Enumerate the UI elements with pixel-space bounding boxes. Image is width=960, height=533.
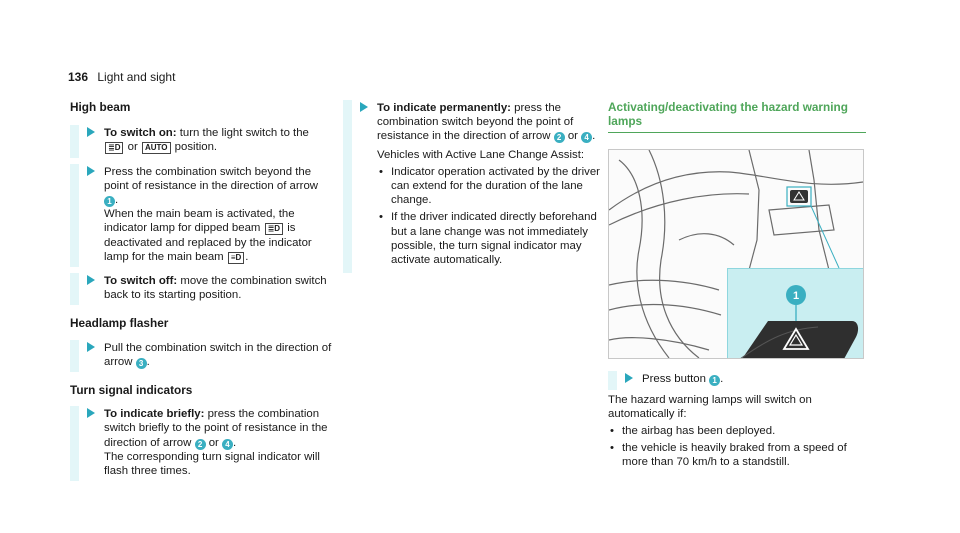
callout-4: 4 xyxy=(222,438,234,450)
callout-2: 2 xyxy=(194,438,206,450)
step-press-switch: Press the combination switch beyond the … xyxy=(70,163,332,268)
indicate-briefly-text: press the combination switch briefly to … xyxy=(104,408,328,449)
press-button-text: Press button xyxy=(642,373,706,386)
indicate-permanently-text: press the combination switch beyond the … xyxy=(377,102,574,143)
column-left: High beam To switch on: turn the light s… xyxy=(70,100,332,487)
callout-1: 1 xyxy=(104,196,115,208)
step-press-button: Press button 1. xyxy=(608,371,866,390)
dipped-beam-icon: ≣D xyxy=(264,223,284,236)
or-text: or xyxy=(127,141,138,154)
list-item: Indicator operation activated by the dri… xyxy=(377,165,605,208)
step-arrow-icon xyxy=(360,102,368,112)
assist-intro: Vehicles with Active Lane Change Assist: xyxy=(377,148,585,161)
dashboard-illustration xyxy=(609,150,863,359)
heading-high-beam: High beam xyxy=(70,100,131,114)
or-text: or xyxy=(567,130,578,143)
callout-1: 1 xyxy=(709,375,721,387)
step-arrow-icon xyxy=(87,165,95,176)
step-arrow-icon xyxy=(87,341,95,352)
heading-turn-signal: Turn signal indicators xyxy=(70,383,193,398)
indicate-briefly-label: To indicate briefly: xyxy=(104,408,205,421)
list-item: If the driver indicated directly beforeh… xyxy=(377,210,605,267)
hazard-inset: 1 xyxy=(727,268,863,359)
main-beam-icon: ≡D xyxy=(227,251,245,264)
auto-icon: AUTO xyxy=(141,142,171,155)
when-text: When the main beam is activated, the ind… xyxy=(104,208,295,235)
figure-callout-1: 1 xyxy=(793,290,799,302)
dipped-beam-icon: ≣D xyxy=(105,142,124,155)
switch-on-label: To switch on: xyxy=(104,127,177,140)
flash-text: The corresponding turn signal indicator … xyxy=(104,450,320,478)
step-arrow-icon xyxy=(87,408,95,419)
callout-4: 4 xyxy=(581,132,593,144)
switch-off-text: move the combination switch back to its … xyxy=(104,275,327,302)
callout-3: 3 xyxy=(135,357,147,369)
heading-hazard-lamps: Activating/deactivating the hazard warni… xyxy=(608,100,866,134)
auto-on-text: The hazard warning lamps will switch on … xyxy=(608,393,812,420)
switch-off-label: To switch off: xyxy=(104,275,178,288)
switch-on-text: turn the light switch to the xyxy=(179,127,309,140)
or-text: or xyxy=(208,436,219,449)
column-middle: To indicate permanently: press the combi… xyxy=(343,100,605,279)
section-title: Light and sight xyxy=(97,70,176,84)
step-arrow-icon xyxy=(625,373,633,384)
deactivated-text: is deactivated and replaced by the indic… xyxy=(104,222,312,263)
hazard-figure: 1 xyxy=(608,149,864,360)
auto-on-bullets: the airbag has been deployed. the vehicl… xyxy=(608,424,866,470)
flasher-text: Pull the combination switch in the direc… xyxy=(104,341,332,368)
step-switch-on: To switch on: turn the light switch to t… xyxy=(70,125,332,158)
page-header: 136 Light and sight xyxy=(68,70,175,84)
hazard-triangle-icon xyxy=(782,327,810,351)
callout-circle xyxy=(786,285,806,306)
hazard-button-closeup: 1 xyxy=(740,285,859,359)
column-right: Activating/deactivating the hazard warni… xyxy=(608,100,866,473)
page-number: 136 xyxy=(68,70,89,84)
list-item: the airbag has been deployed. xyxy=(608,424,866,438)
callout-2: 2 xyxy=(553,132,565,144)
position-text: position. xyxy=(174,141,218,154)
list-item: the vehicle is heavily braked from a spe… xyxy=(608,441,866,469)
step-switch-off: To switch off: move the combination swit… xyxy=(70,273,332,306)
step-flasher: Pull the combination switch in the direc… xyxy=(70,339,332,373)
step-indicate-briefly: To indicate briefly: press the combinati… xyxy=(70,406,332,482)
press-text: Press the combination switch beyond the … xyxy=(104,165,319,192)
indicate-permanently-label: To indicate permanently: xyxy=(377,102,511,114)
heading-headlamp-flasher: Headlamp flasher xyxy=(70,316,169,331)
assist-bullets: Indicator operation activated by the dri… xyxy=(377,165,605,267)
step-arrow-icon xyxy=(87,127,95,138)
step-indicate-permanently: To indicate permanently: press the combi… xyxy=(343,100,605,274)
step-arrow-icon xyxy=(87,275,95,286)
